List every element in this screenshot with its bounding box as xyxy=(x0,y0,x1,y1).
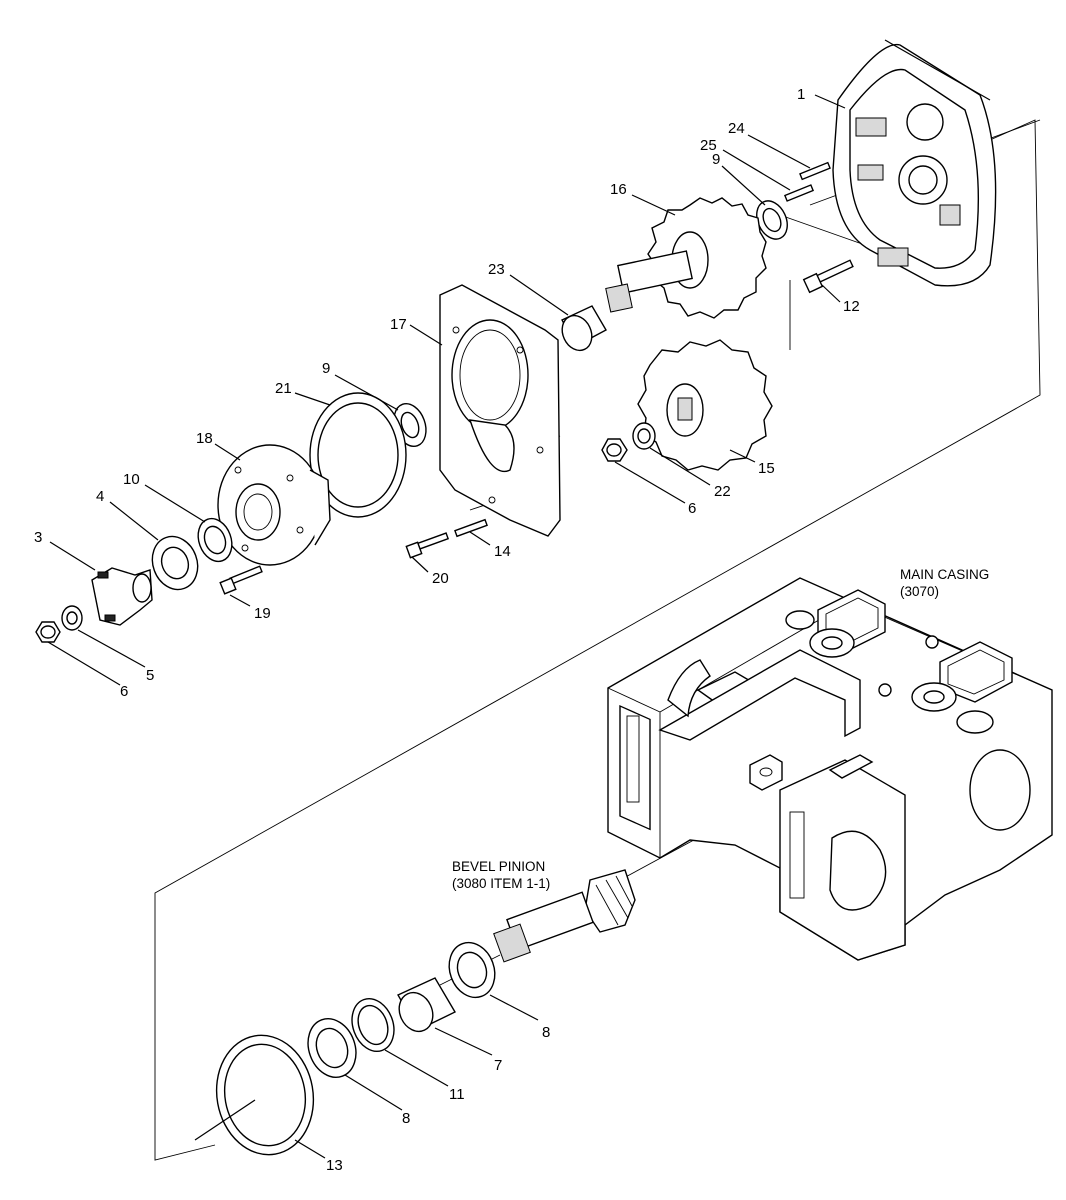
seal-part-10 xyxy=(197,517,233,563)
callout-4: 4 xyxy=(96,488,104,505)
callout-11: 11 xyxy=(449,1086,465,1103)
callout-17: 17 xyxy=(390,316,407,333)
callout-13: 13 xyxy=(326,1157,343,1174)
pin-part-24 xyxy=(799,161,831,181)
sleeve-part-23 xyxy=(561,305,607,352)
flange-part-18 xyxy=(217,444,331,566)
callout-25: 25 xyxy=(700,137,717,154)
spacer-part-7 xyxy=(397,977,456,1033)
ring-part-11 xyxy=(351,998,395,1052)
callout-21: 21 xyxy=(275,380,292,397)
leader-lines xyxy=(47,94,846,1159)
gear-part-15 xyxy=(637,339,773,471)
bearing-part-8-lower xyxy=(307,1018,357,1078)
callout-9-lower: 9 xyxy=(322,360,330,377)
callout-5: 5 xyxy=(146,667,154,684)
housing-part-1 xyxy=(832,39,997,287)
callout-15: 15 xyxy=(758,460,775,477)
bolt-part-19 xyxy=(219,565,263,595)
callout-14: 14 xyxy=(494,543,511,560)
main-casing xyxy=(607,577,1053,961)
nut-part-6-right xyxy=(601,438,628,462)
callout-23: 23 xyxy=(488,261,505,278)
callout-6-left: 6 xyxy=(120,683,128,700)
callout-18: 18 xyxy=(196,430,213,447)
callout-8-lower: 8 xyxy=(402,1110,410,1127)
pin-part-25 xyxy=(783,184,815,202)
callout-10: 10 xyxy=(123,471,140,488)
nut-part-6-left xyxy=(35,621,61,643)
washer-part-5 xyxy=(61,605,83,631)
reference-notes: MAIN CASING (3070) BEVEL PINION (3080 IT… xyxy=(452,567,989,891)
gear-shaft-part-16 xyxy=(605,197,767,319)
bevel-pinion-label: BEVEL PINION xyxy=(452,859,545,874)
bolt-part-20 xyxy=(405,532,450,559)
callout-8-upper: 8 xyxy=(542,1024,550,1041)
callout-3: 3 xyxy=(34,529,42,546)
callout-6-right: 6 xyxy=(688,500,696,517)
callout-9-upper: 9 xyxy=(712,151,720,168)
callout-16: 16 xyxy=(610,181,627,198)
gasket-part-21 xyxy=(309,392,407,518)
main-casing-label: MAIN CASING xyxy=(900,567,989,582)
plate-part-17 xyxy=(439,284,561,537)
callout-12: 12 xyxy=(843,298,860,315)
callout-22: 22 xyxy=(714,483,731,500)
callout-7: 7 xyxy=(494,1057,502,1074)
gasket-part-13 xyxy=(215,1034,315,1156)
bearing-part-4 xyxy=(151,535,199,591)
bevel-pinion xyxy=(493,869,636,963)
callout-1: 1 xyxy=(797,86,805,103)
bearing-part-8-upper xyxy=(448,941,496,999)
bevel-pinion-ref: (3080 ITEM 1-1) xyxy=(452,876,550,891)
yoke-part-3 xyxy=(91,567,153,626)
callout-20: 20 xyxy=(432,570,449,587)
bolt-part-12 xyxy=(802,259,854,294)
main-casing-ref: (3070) xyxy=(900,584,939,599)
stud-part-14 xyxy=(454,518,488,538)
callout-24: 24 xyxy=(728,120,745,137)
callout-19: 19 xyxy=(254,605,271,622)
washer-part-22 xyxy=(632,422,656,450)
callout-labels: 1 24 25 9 16 23 12 17 9 21 18 10 4 3 5 6… xyxy=(34,86,860,1174)
